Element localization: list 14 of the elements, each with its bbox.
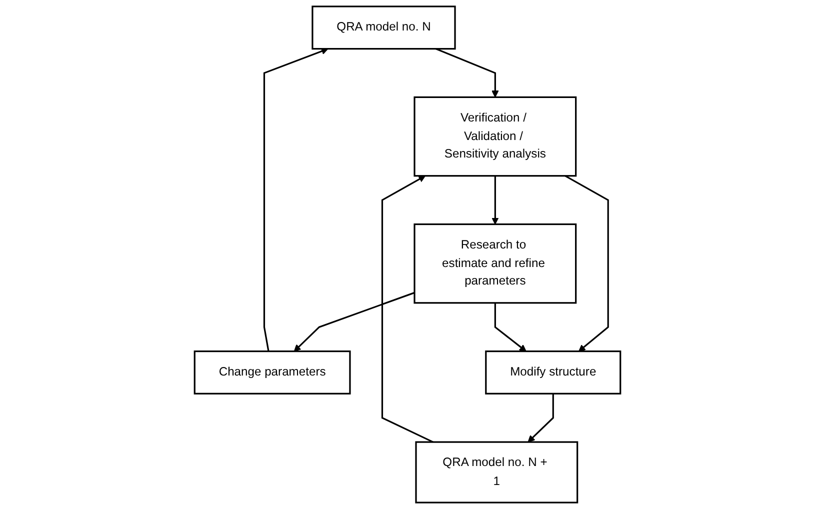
- node-box: QRA model no. N + 1: [415, 441, 578, 504]
- arrow: [528, 394, 554, 442]
- arrow: [435, 48, 499, 98]
- arrow: [263, 48, 328, 352]
- arrow: [494, 302, 526, 352]
- node-box: Change parameters: [194, 350, 351, 394]
- arrow: [294, 292, 415, 352]
- arrow: [492, 176, 499, 225]
- arrow: [564, 175, 609, 352]
- node-box: Modify structure: [485, 350, 622, 394]
- arrow: [381, 176, 434, 443]
- node-box: Research to estimate and refine parameters: [414, 223, 577, 304]
- node-box: Verification / Validation / Sensitivity analysis: [414, 96, 577, 177]
- node-box: QRA model no. N: [312, 6, 456, 50]
